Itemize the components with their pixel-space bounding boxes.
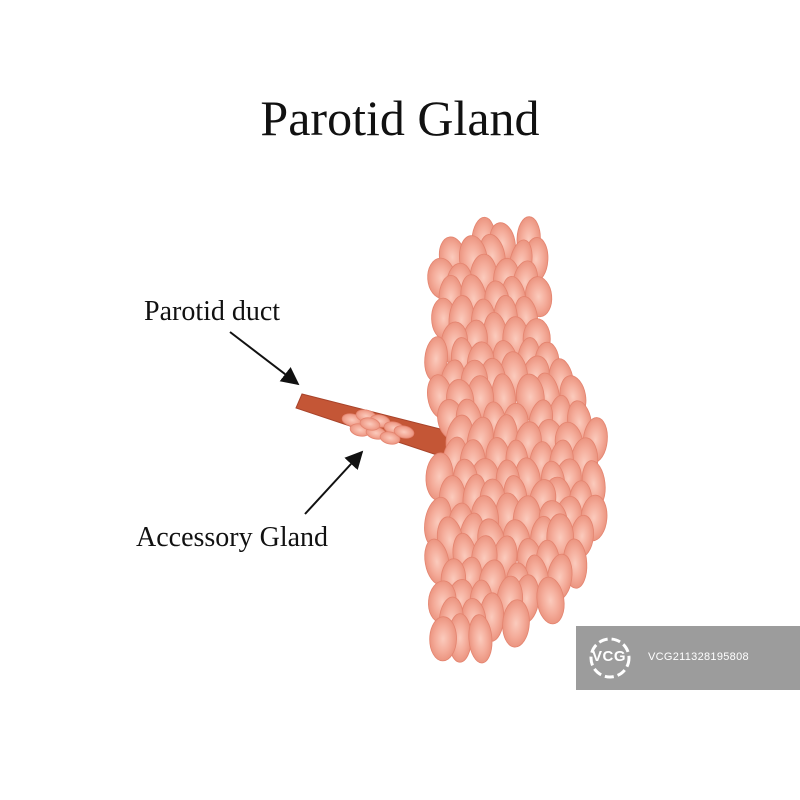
gland-lobule xyxy=(393,425,415,439)
parotid-gland-lobules xyxy=(424,216,608,664)
accessory-arrow xyxy=(304,450,364,515)
accessory-gland xyxy=(341,409,415,445)
accessory-gland-label: Accessory Gland xyxy=(136,522,329,553)
duct-arrow xyxy=(229,331,300,386)
gland-lobule xyxy=(502,599,530,648)
gland-lobule xyxy=(468,614,493,664)
gland-lobule xyxy=(379,431,401,445)
watermark-id: VCG211328195808 xyxy=(648,651,749,663)
gland-lobule xyxy=(359,417,381,431)
watermark: VCG VCG211328195808 xyxy=(576,626,800,690)
gland-lobule xyxy=(429,616,457,662)
vcg-logo-icon xyxy=(589,637,631,679)
watermark-brand: VCG xyxy=(592,648,627,665)
gland-lobule xyxy=(536,576,565,625)
diagram-title: Parotid Gland xyxy=(260,90,540,146)
parotid-duct-label: Parotid duct xyxy=(144,296,281,327)
